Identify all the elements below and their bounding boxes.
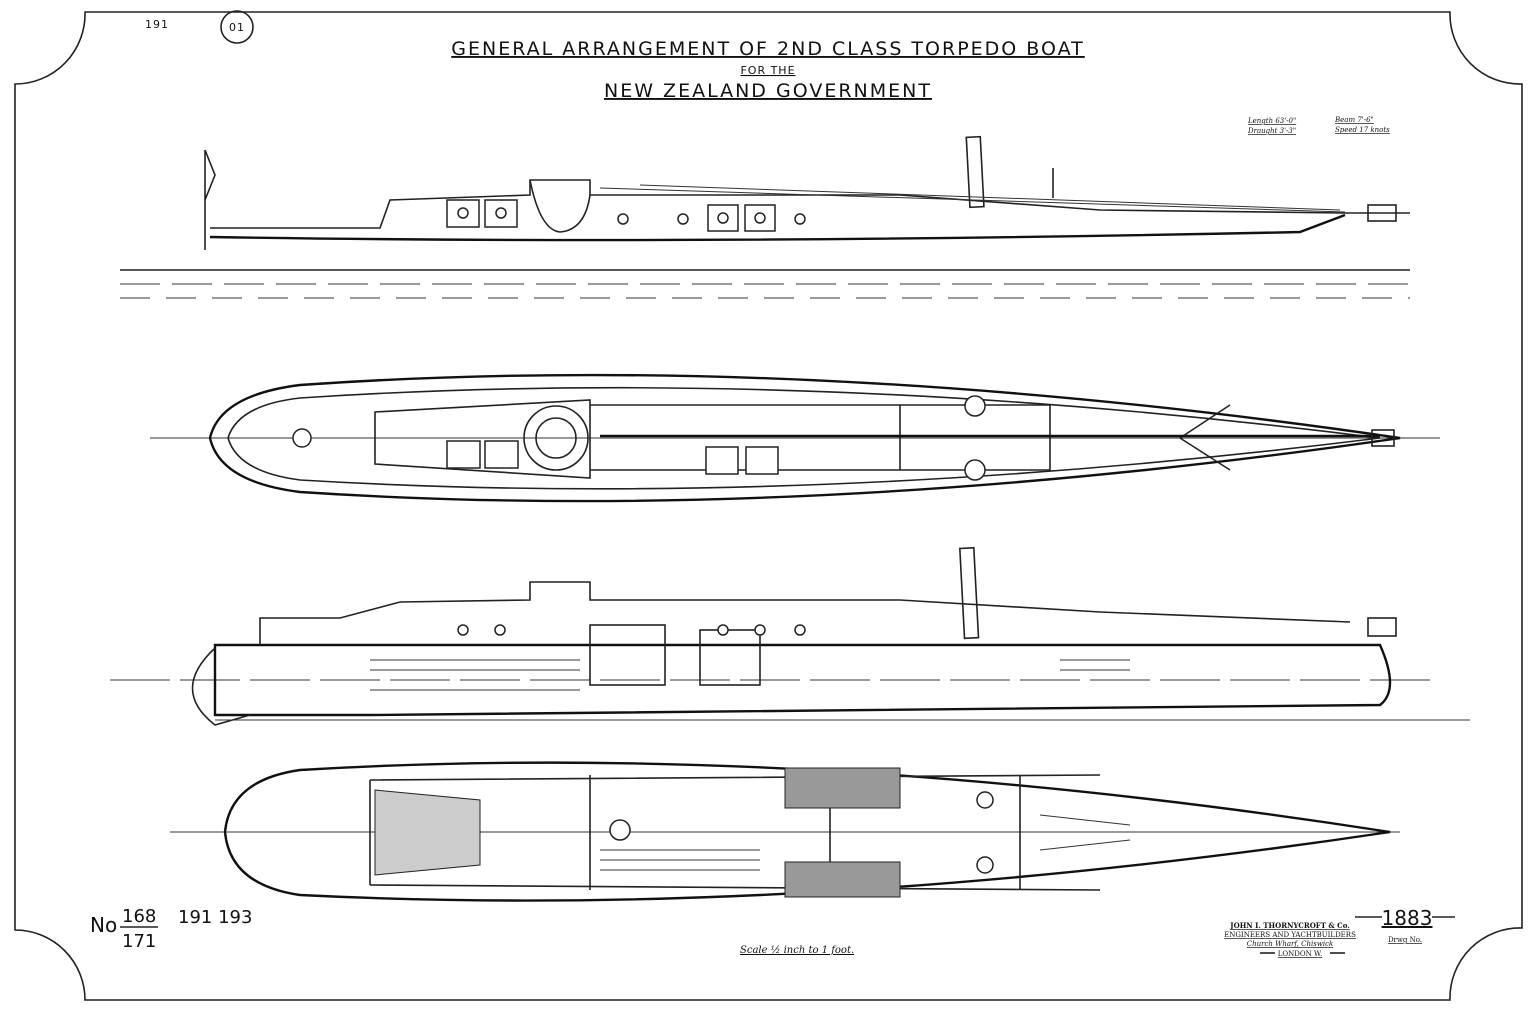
stamp: 01: [220, 10, 254, 44]
title-line-1: GENERAL ARRANGEMENT OF 2ND CLASS TORPEDO…: [451, 38, 1084, 60]
drawing-numbers: No 168 171 191 193: [90, 906, 252, 952]
svg-text:ENGINEERS AND YACHTBUILDERS: ENGINEERS AND YACHTBUILDERS: [1224, 931, 1356, 939]
svg-text:Church Wharf, Chiswick: Church Wharf, Chiswick: [1247, 940, 1333, 948]
spec-speed: Speed 17 knots: [1335, 126, 1390, 134]
year-block: 1883 Drwg No.: [1355, 906, 1455, 944]
svg-text:No: No: [90, 913, 117, 937]
title-line-3: NEW ZEALAND GOVERNMENT: [604, 80, 932, 102]
scale-note: Scale ½ inch to 1 foot.: [740, 945, 854, 956]
hold-plan: [170, 761, 1400, 902]
svg-text:JOHN I. THORNYCROFT & Co.: JOHN I. THORNYCROFT & Co.: [1229, 921, 1349, 930]
svg-text:171: 171: [122, 931, 156, 952]
sheet-border: [14, 11, 1523, 1001]
side-elevation: [120, 135, 1410, 299]
maker-block: JOHN I. THORNYCROFT & Co. ENGINEERS AND …: [1224, 921, 1356, 958]
svg-text:01: 01: [229, 21, 245, 34]
spec-beam: Beam 7'-6": [1334, 116, 1374, 124]
svg-text:191 193: 191 193: [178, 907, 252, 928]
svg-text:Drwg No.: Drwg No.: [1388, 936, 1422, 944]
corner-note: 191: [145, 18, 169, 31]
spec-length: Length 63'-0": [1247, 117, 1296, 125]
svg-text:LONDON W.: LONDON W.: [1278, 950, 1322, 958]
title-line-2: FOR THE: [740, 64, 795, 77]
longitudinal-section: [110, 546, 1470, 726]
spec-draught: Draught 3'-3": [1247, 127, 1296, 135]
svg-text:1883: 1883: [1382, 906, 1433, 930]
svg-text:168: 168: [122, 906, 156, 927]
deck-plan: [150, 373, 1440, 503]
